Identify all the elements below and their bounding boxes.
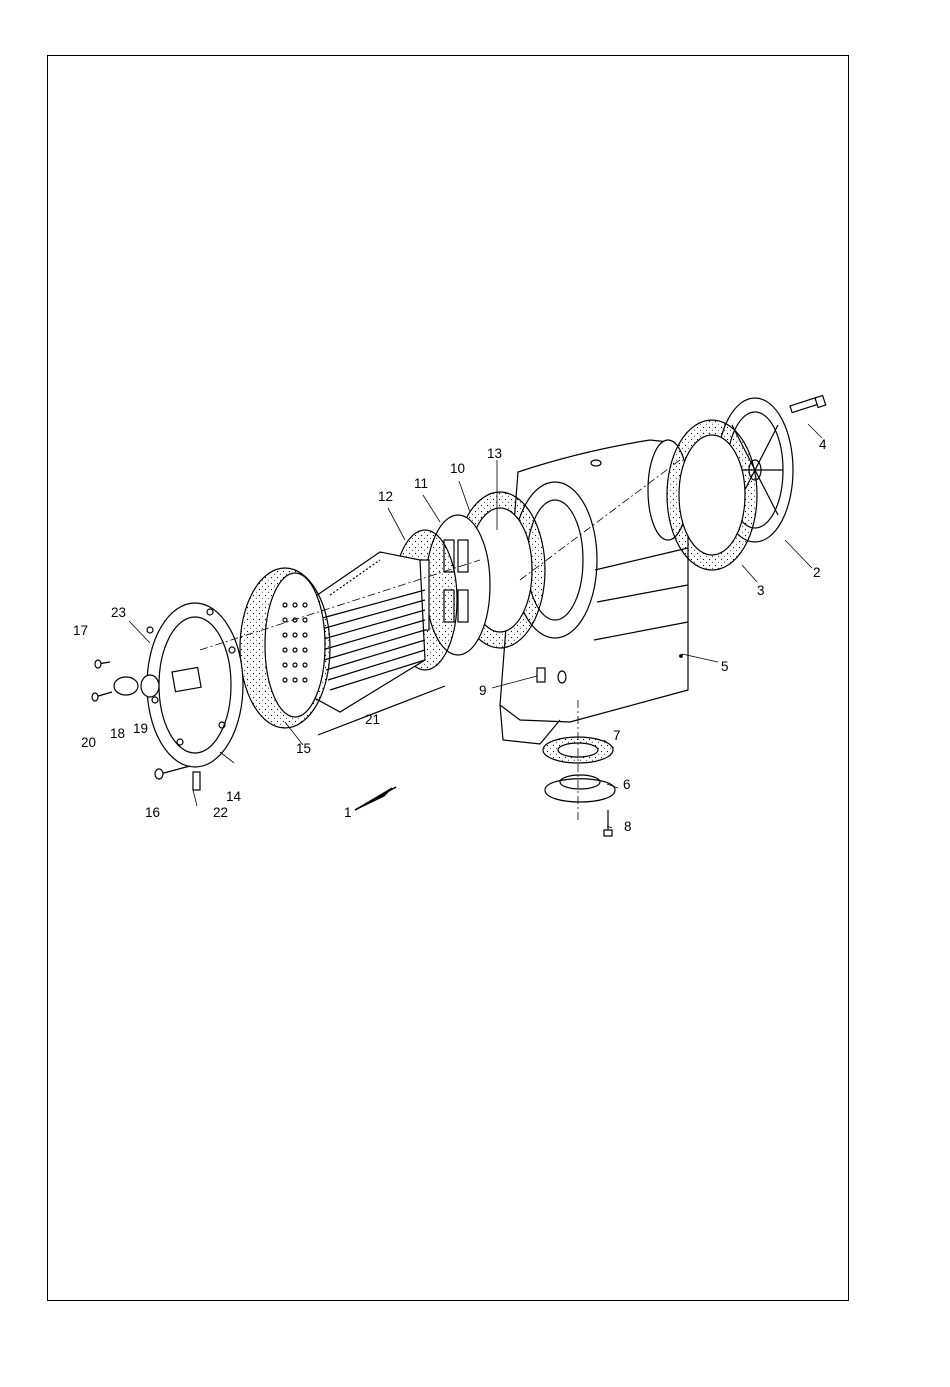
front-cover (147, 603, 243, 767)
callout-10: 10 (450, 462, 465, 476)
callout-14: 14 (226, 790, 241, 804)
callout-22: 22 (213, 806, 228, 820)
callout-20: 20 (81, 736, 96, 750)
callout-3: 3 (757, 584, 765, 598)
callout-2: 2 (813, 566, 821, 580)
callout-16: 16 (145, 806, 160, 820)
callout-18: 18 (110, 727, 125, 741)
callout-4: 4 (819, 438, 827, 452)
bottom-bolt (604, 810, 612, 836)
callout-21: 21 (365, 713, 380, 727)
tube-plate (240, 568, 330, 728)
callout-8: 8 (624, 820, 632, 834)
callout-23: 23 (111, 606, 126, 620)
callout-1: 1 (344, 806, 352, 820)
drain-cock (193, 772, 200, 790)
bottom-flange (545, 775, 615, 802)
callout-6: 6 (623, 778, 631, 792)
callout-15: 15 (296, 742, 311, 756)
callout-12: 12 (378, 490, 393, 504)
callout-5: 5 (721, 660, 729, 674)
arrow-head (355, 788, 392, 810)
callout-11: 11 (414, 477, 428, 491)
cover-bolt (790, 396, 826, 413)
callout-9: 9 (479, 684, 487, 698)
callout-13: 13 (487, 447, 502, 461)
housing-bolt (537, 668, 545, 682)
plug-assembly (114, 675, 159, 697)
callout-19: 19 (133, 722, 148, 736)
callout-17: 17 (73, 624, 88, 638)
callout-7: 7 (613, 729, 621, 743)
end-gasket (667, 420, 757, 570)
